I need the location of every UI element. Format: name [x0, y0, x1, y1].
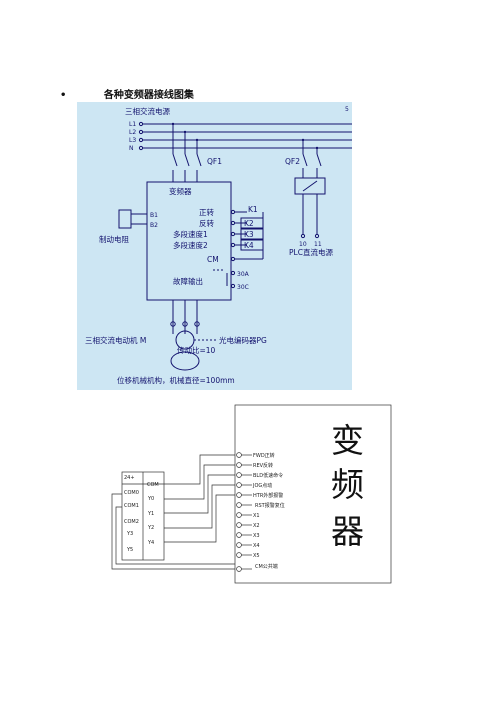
term-x2: X2	[253, 523, 260, 529]
fault-output-label: 故障输出	[173, 276, 203, 286]
motor-feed	[170, 300, 217, 371]
motor-label: 三相交流电动机 M	[85, 335, 146, 345]
line-n-label: N	[129, 145, 134, 152]
terminal-speed-1: 多段速度1	[173, 229, 208, 239]
line-l1-label: L1	[129, 121, 136, 128]
term-htr: HTR外部报警	[253, 492, 283, 499]
term-bld: BLD低速命令	[253, 472, 283, 479]
plc-24v: 24+	[124, 475, 135, 481]
term-x3: X3	[253, 533, 260, 539]
encoder-label: 光电编码器PG	[219, 335, 267, 345]
plc-power-module	[294, 177, 326, 195]
terminal-circle	[236, 462, 242, 468]
term-jog: JOG点动	[252, 482, 272, 489]
qf1-breaker	[171, 122, 202, 182]
section-title: 各种变频器接线图集	[103, 90, 194, 101]
section-heading: • 各种变频器接线图集	[60, 86, 194, 101]
terminal-circle	[236, 532, 242, 538]
relay-30a: 30A	[237, 271, 250, 278]
terminal-speed-2: 多段速度2	[173, 240, 208, 250]
term-fwd: FWD正转	[253, 452, 275, 459]
terminal-cm: CM	[207, 255, 219, 264]
terminal-circle	[236, 552, 242, 558]
qf2-label: QF2	[285, 157, 300, 166]
corner-mark: 5	[345, 106, 349, 113]
term-x5: X5	[253, 553, 260, 559]
terminal-circle	[236, 452, 242, 458]
terminal-circle	[236, 472, 242, 478]
inverter-char-1: 变	[331, 421, 364, 460]
supply-lines	[138, 121, 352, 151]
plc-y0: Y0	[147, 496, 154, 502]
plc-y4: Y4	[147, 540, 154, 546]
plc-y3: Y3	[126, 531, 133, 537]
term-cm: CM公共端	[255, 563, 278, 570]
plc-y2: Y2	[147, 525, 154, 531]
term-x1: X1	[253, 513, 260, 519]
terminal-forward: 正转	[199, 207, 214, 217]
plc-y1: Y1	[147, 511, 154, 517]
line-l3-label: L3	[129, 137, 136, 144]
control-contacts	[230, 209, 264, 262]
brake-resistor	[118, 209, 147, 229]
inverter-label: 变频器	[169, 186, 192, 196]
supply-title: 三相交流电源	[125, 106, 170, 116]
qf2-breaker	[301, 138, 322, 178]
terminal-circle	[236, 522, 242, 528]
relay-k3: K3	[244, 230, 254, 239]
plc-pin-11: 11	[314, 241, 322, 248]
term-x4: X4	[253, 543, 260, 549]
terminal-circle	[236, 566, 242, 572]
terminal-circle	[236, 512, 242, 518]
terminal-circle	[236, 542, 242, 548]
brake-resistor-label: 制动电阻	[99, 234, 129, 244]
inverter-wiring-diagram: 5 三相交流电源 L1 L2 L3 N QF1 QF2	[77, 102, 352, 390]
plc-supply-label: PLC直流电源	[289, 247, 333, 257]
terminal-b2: B2	[150, 222, 158, 229]
terminal-circle	[236, 502, 242, 508]
bullet: •	[60, 90, 67, 101]
terminal-wiring	[111, 452, 252, 572]
inverter-block	[234, 404, 392, 584]
inverter-box	[146, 181, 232, 301]
plc-com1: COM1	[124, 503, 139, 509]
plc-pin-10: 10	[299, 241, 307, 248]
relay-k2: K2	[244, 219, 254, 228]
terminal-circle	[236, 492, 242, 498]
line-l2-label: L2	[129, 129, 136, 136]
plc-inverter-diagram: 变 频 器 24+ COM0 COM1 COM2 Y3 Y5 COM Y0 Y1…	[111, 404, 392, 584]
terminal-reverse: 反转	[199, 218, 214, 228]
qf1-label: QF1	[207, 157, 222, 166]
terminal-b1: B1	[150, 212, 158, 219]
terminal-circle	[236, 482, 242, 488]
inverter-char-2: 频	[331, 465, 364, 504]
term-rev: REV反转	[253, 462, 273, 469]
relay-k1: K1	[248, 205, 258, 214]
plc-com: COM	[147, 482, 159, 488]
term-rst: RST报警复位	[255, 502, 285, 509]
relay-30c: 30C	[237, 284, 249, 291]
mechanism-label: 位移机械机构，机械直径=100mm	[117, 375, 235, 385]
relay-k4: K4	[244, 241, 254, 250]
plc-y5: Y5	[126, 547, 133, 553]
plc-com0: COM0	[124, 490, 139, 496]
gear-ratio-label: 传动比=10	[177, 345, 216, 355]
inverter-char-3: 器	[331, 512, 364, 551]
plc-com2: COM2	[124, 519, 139, 525]
